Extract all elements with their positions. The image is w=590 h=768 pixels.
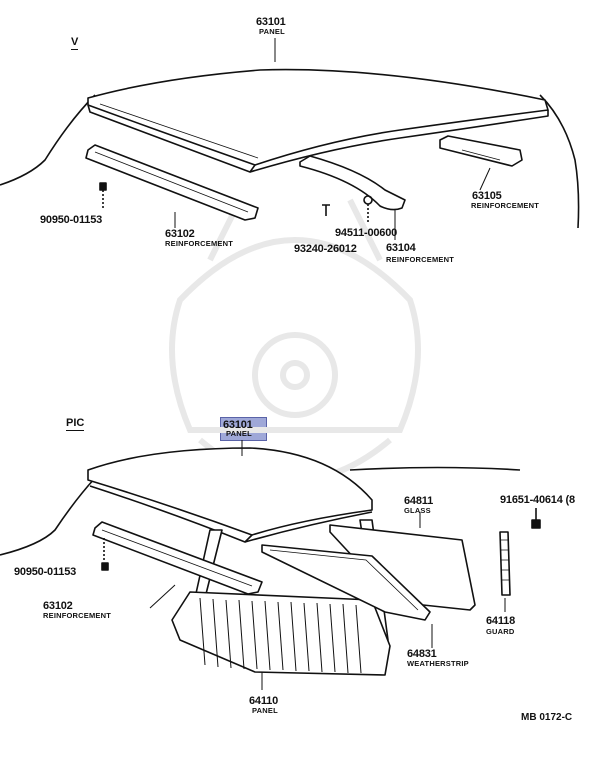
- glass-64811: [329, 524, 476, 611]
- callout-bottom-clip-number[interactable]: 90950-01153: [14, 566, 77, 578]
- callout-top-clip-number[interactable]: 90950-01153: [40, 214, 103, 226]
- callout-bottom-bolt-number[interactable]: 91651-40614 (8: [500, 494, 575, 506]
- guard-64118: [499, 531, 511, 596]
- callout-top-reinf-left-label: REINFORCEMENT: [165, 239, 234, 248]
- roof-panel-top: [87, 68, 549, 166]
- callout-bottom-back-panel-label: PANEL: [252, 706, 278, 715]
- callout-bottom-reinf-label: REINFORCEMENT: [43, 611, 112, 620]
- bottom-assembly: [0, 440, 541, 690]
- callout-top-panel-label: PANEL: [259, 27, 285, 36]
- callout-bottom-back-panel-number[interactable]: 64110: [249, 695, 278, 707]
- callout-bottom-glass-label: GLASS: [404, 506, 431, 515]
- callout-top-reinf-mid-number[interactable]: 63104: [386, 242, 416, 254]
- roof-panel-bottom: [87, 447, 373, 536]
- weatherstrip-64831: [261, 544, 431, 621]
- section-label-pic: PIC: [66, 417, 85, 431]
- callout-bottom-weather-number[interactable]: 64831: [407, 648, 437, 660]
- callout-top-reinf-right-number[interactable]: 63105: [472, 190, 502, 202]
- callout-bottom-guard-number[interactable]: 64118: [486, 615, 515, 627]
- section-label-v: V: [71, 36, 79, 50]
- top-assembly: [0, 38, 580, 240]
- callout-top-reinf-right-label: REINFORCEMENT: [471, 201, 540, 210]
- callout-top-reinf-left-number[interactable]: 63102: [165, 228, 195, 240]
- callout-top-panel-number[interactable]: 63101: [256, 16, 286, 28]
- callout-bottom-glass-number[interactable]: 64811: [404, 495, 433, 507]
- callout-bottom-reinf-number[interactable]: 63102: [43, 600, 73, 612]
- callout-top-screw-number[interactable]: 93240-26012: [294, 243, 357, 255]
- callout-bottom-weather-label: WEATHERSTRIP: [407, 659, 469, 668]
- callout-bottom-panel-number[interactable]: 63101: [223, 419, 253, 431]
- reinforcement-63105-top: [439, 135, 523, 167]
- callout-bottom-guard-label: GUARD: [486, 627, 515, 636]
- callout-bottom-panel-label: PANEL: [226, 429, 252, 438]
- diagram-code: MB 0172-C: [521, 712, 573, 723]
- callout-top-reinf-mid-label: REINFORCEMENT: [386, 255, 455, 264]
- reinforcement-63104-top: [299, 155, 406, 211]
- callout-top-nut-number[interactable]: 94511-00600: [335, 227, 398, 239]
